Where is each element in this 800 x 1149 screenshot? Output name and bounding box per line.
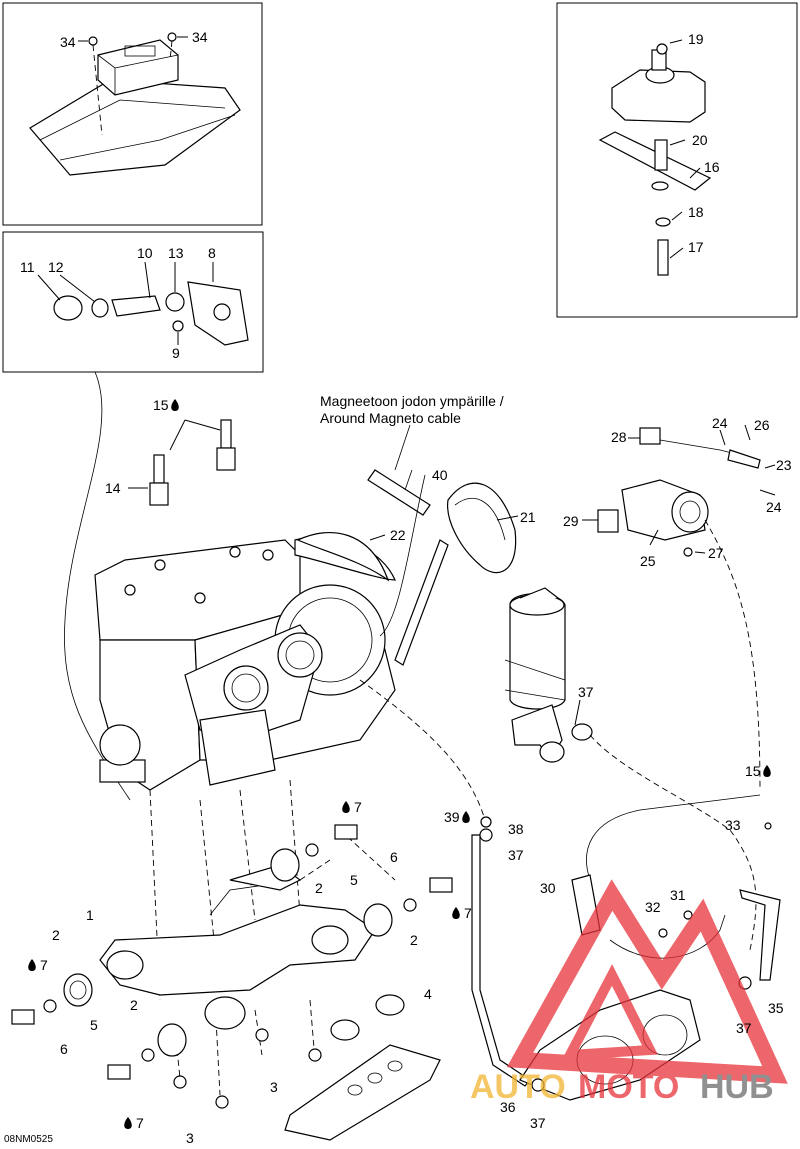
part-label-7: 7 [40, 957, 48, 973]
part-label-35: 35 [768, 1000, 784, 1016]
part-label-34: 34 [60, 34, 76, 50]
watermark-text-moto: MOTO [578, 1068, 679, 1106]
part-label-8: 8 [208, 245, 216, 261]
part-label-2: 2 [315, 880, 323, 896]
part-label-37: 37 [736, 1020, 752, 1036]
part-label-18: 18 [688, 204, 704, 220]
part-label-28: 28 [611, 429, 627, 445]
skid-plate [284, 1044, 441, 1141]
part-label-25: 25 [640, 553, 656, 569]
watermark-logo: AUTO MOTO HUB [470, 879, 788, 1106]
drop-icon [124, 1117, 132, 1129]
part-label-3: 3 [270, 1079, 278, 1095]
part-label-7: 7 [136, 1115, 144, 1131]
part-label-22: 22 [390, 527, 406, 543]
part-label-36: 36 [500, 1099, 516, 1115]
watermark-text-hub: HUB [700, 1068, 774, 1106]
part-label-9: 9 [172, 345, 180, 361]
part-label-5: 5 [90, 1017, 98, 1033]
part-label-27: 27 [708, 545, 724, 561]
drop-icon [171, 399, 179, 411]
spark-plugs [128, 419, 236, 506]
drop-icon [342, 801, 350, 813]
part-label-23: 23 [776, 457, 792, 473]
part-label-32: 32 [645, 899, 661, 915]
drop-icon [462, 811, 470, 823]
part-label-13: 13 [168, 245, 184, 261]
part-label-29: 29 [563, 513, 579, 529]
part-label-37: 37 [578, 684, 594, 700]
engine-mount-bracket [11, 824, 453, 1109]
part-label-15: 15 [745, 763, 761, 779]
part-label-30: 30 [540, 880, 556, 896]
part-label-6: 6 [60, 1041, 68, 1057]
part-label-1: 1 [86, 907, 94, 923]
inset-magneto-parts [2, 231, 264, 373]
ignition-coil-parts [582, 424, 776, 791]
part-label-37: 37 [508, 847, 524, 863]
reservoir [504, 587, 593, 763]
part-label-33: 33 [725, 817, 741, 833]
part-label-38: 38 [508, 821, 524, 837]
part-label-14: 14 [105, 480, 121, 496]
engine-assembly [94, 536, 396, 791]
inset-ecm-bracket [2, 2, 263, 226]
part-label-7: 7 [464, 905, 472, 921]
part-label-21: 21 [520, 509, 536, 525]
part-label-19: 19 [688, 31, 704, 47]
part-label-20: 20 [692, 132, 708, 148]
callout-note-line-1: Magneetoon jodon ympärille / [320, 393, 504, 409]
part-label-24: 24 [766, 499, 782, 515]
magneto-cable-parts [296, 424, 519, 666]
drop-icon [452, 907, 460, 919]
part-label-37: 37 [530, 1115, 546, 1131]
part-label-2: 2 [130, 997, 138, 1013]
part-label-15: 15 [153, 397, 169, 413]
part-label-11: 11 [20, 259, 35, 275]
part-label-2: 2 [410, 932, 418, 948]
oil-pump-hoses [471, 794, 781, 1101]
part-label-2: 2 [52, 927, 60, 943]
part-label-10: 10 [137, 245, 153, 261]
part-label-16: 16 [704, 159, 720, 175]
drawing-code: 08NM0525 [4, 1134, 53, 1145]
part-label-34: 34 [192, 29, 208, 45]
drop-icon [28, 959, 36, 971]
callout-note-line-2: Around Magneto cable [320, 410, 461, 426]
part-label-26: 26 [754, 417, 770, 433]
watermark-text-auto: AUTO [470, 1068, 566, 1106]
part-label-5: 5 [350, 872, 358, 888]
part-label-6: 6 [390, 849, 398, 865]
part-label-31: 31 [670, 887, 686, 903]
part-label-7: 7 [354, 799, 362, 815]
part-label-24: 24 [712, 415, 728, 431]
part-label-3: 3 [186, 1130, 194, 1146]
part-label-39: 39 [444, 809, 460, 825]
part-label-12: 12 [48, 259, 64, 275]
drop-icon [763, 765, 771, 777]
part-label-4: 4 [424, 986, 432, 1002]
inset-sensor-mount [556, 2, 798, 318]
part-label-40: 40 [432, 467, 448, 483]
part-label-17: 17 [688, 239, 704, 255]
